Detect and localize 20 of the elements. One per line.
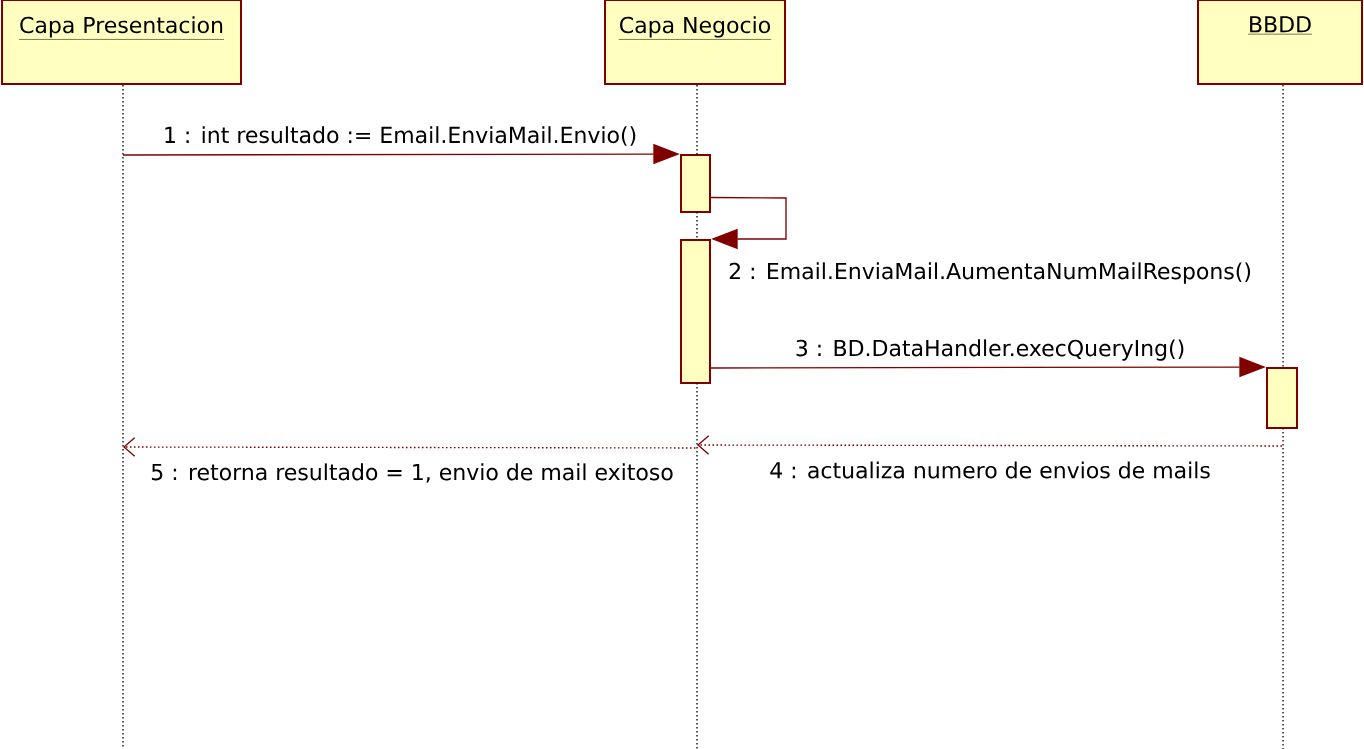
edge-label: 3 : BD.DataHandler.execQueryIng() <box>793 338 1187 362</box>
message-arrow <box>710 196 787 250</box>
activation-bar <box>680 154 711 213</box>
edge-label: 4 : actualiza numero de envios de mails <box>767 460 1213 480</box>
object-box <box>604 0 786 85</box>
object-box <box>1 0 242 85</box>
edge-label: 2 : Email.EnviaMail.AumentaNumMailRespons() <box>726 261 1254 285</box>
lifeline <box>122 84 124 749</box>
object-name: Capa Presentacion <box>18 16 225 40</box>
lifeline <box>1282 84 1284 749</box>
return-arrow <box>123 437 697 457</box>
object-name: Capa Negocio <box>618 16 772 40</box>
activation-bar <box>1266 367 1298 429</box>
lifeline <box>696 84 698 749</box>
activation-bar <box>680 239 711 384</box>
object-name: BBDD <box>1247 16 1313 35</box>
edge-label: 5 : retorna resultado = 1, envio de mail exitoso <box>148 462 676 484</box>
edge-label: 1 : int resultado := Email.EnviaMail.Envio() <box>161 124 639 148</box>
object-box <box>1197 0 1363 85</box>
return-arrow <box>697 435 1283 455</box>
